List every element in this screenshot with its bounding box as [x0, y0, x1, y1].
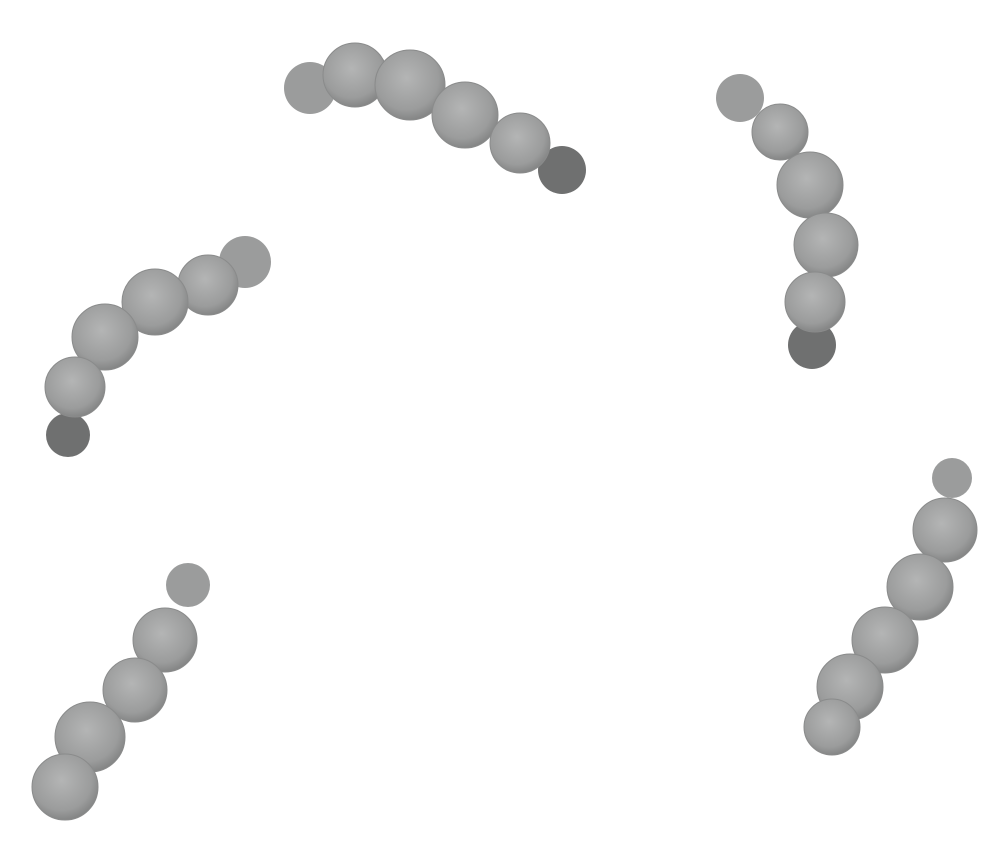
- garland-segment-bottom-right: [803, 458, 978, 756]
- balloon: [751, 103, 809, 161]
- balloon-cutout: [46, 413, 90, 457]
- balloon-cutout: [788, 321, 836, 369]
- balloon: [431, 81, 499, 149]
- balloon-cutout: [932, 458, 972, 498]
- balloon: [776, 151, 844, 219]
- garland-segment-top-center: [284, 42, 586, 194]
- balloon: [803, 698, 861, 756]
- balloon: [31, 753, 99, 821]
- balloon: [121, 268, 189, 336]
- balloon: [886, 553, 954, 621]
- balloon-cutout: [166, 563, 210, 607]
- balloon: [71, 303, 139, 371]
- balloon: [851, 606, 919, 674]
- garland-segment-left: [44, 236, 271, 457]
- balloon: [912, 497, 978, 563]
- balloon: [132, 607, 198, 673]
- balloon: [793, 212, 859, 278]
- balloon-cutout: [716, 74, 764, 122]
- balloon: [784, 271, 846, 333]
- garland-segment-top-right: [716, 74, 859, 369]
- balloon: [489, 112, 551, 174]
- balloon: [44, 356, 106, 418]
- balloon: [102, 657, 168, 723]
- balloon-cutout: [538, 146, 586, 194]
- balloon: [374, 49, 446, 121]
- garland-segment-bottom-left: [31, 563, 210, 821]
